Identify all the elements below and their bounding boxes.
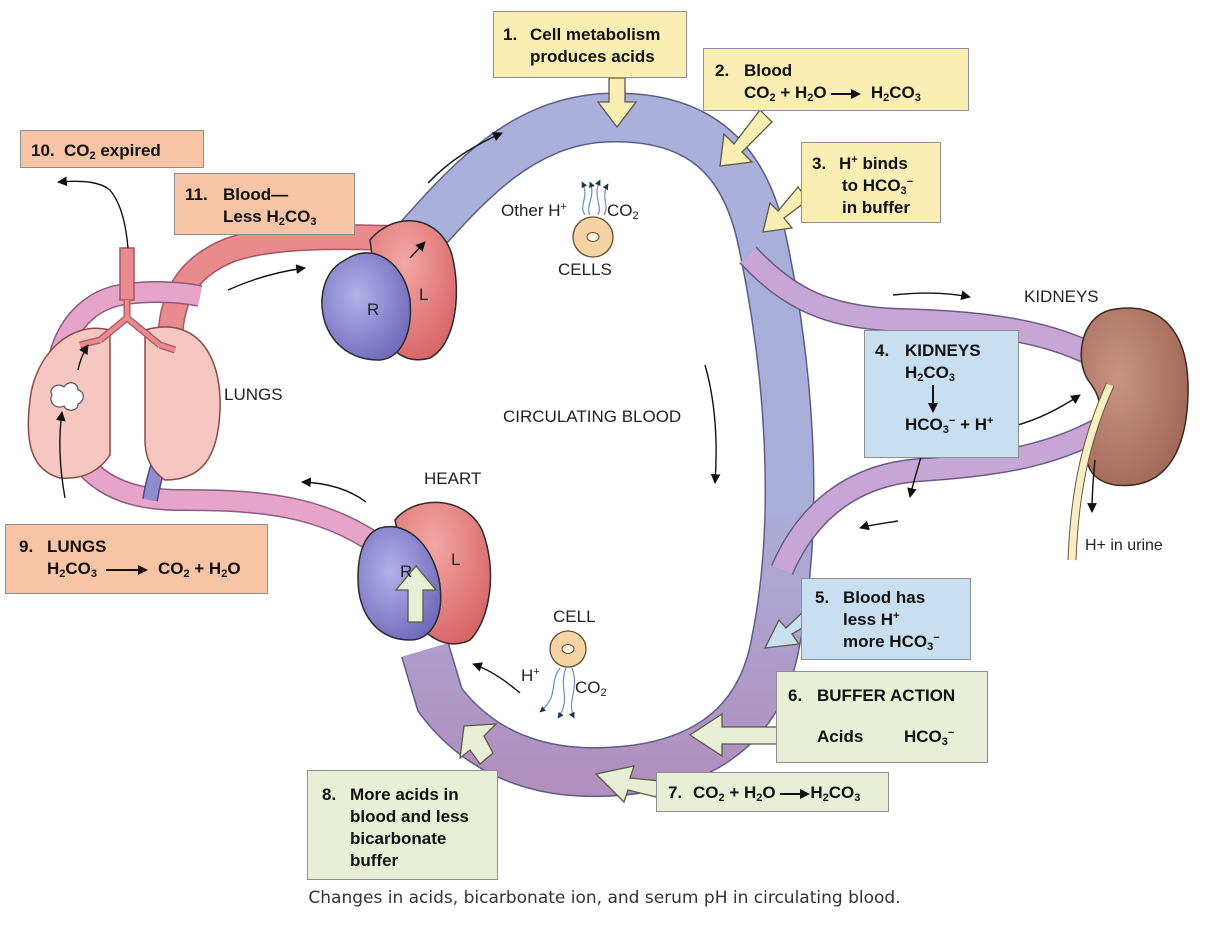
lungs [27, 247, 221, 481]
step-1-box: 1. Cell metabolism produces acids [493, 11, 687, 78]
heart-upper [321, 219, 458, 361]
left-chamber-label-lower: L [451, 550, 461, 569]
alveolus [50, 382, 84, 411]
kidney-reaction-arrow [928, 385, 938, 413]
heart-lower [357, 501, 492, 645]
circulation-diagram [27, 77, 1189, 804]
co2-lower-label: CO2 [575, 678, 607, 699]
step-5-box: 5. Blood has less H+ more HCO3− [801, 578, 971, 660]
kidney [1067, 307, 1189, 561]
h-in-urine-label: H+ in urine [1085, 537, 1163, 554]
cells-upper [572, 179, 614, 258]
right-heart-chamber [321, 252, 412, 361]
step-11-box: 11. Blood— Less H2CO3 [174, 173, 355, 235]
callout-arrow-1 [596, 77, 638, 129]
other-h-label: Other H+ [501, 201, 567, 220]
reaction-arrow [780, 788, 811, 799]
trachea [119, 247, 135, 301]
h-lower-label: H+ [521, 666, 540, 685]
right-chamber-label-upper: R [367, 300, 380, 319]
callout-arrow-6 [688, 712, 779, 758]
reaction-arrow [106, 564, 149, 575]
callout-arrows [394, 77, 817, 804]
cells-label: CELLS [558, 260, 612, 279]
step-2-box: 2. Blood CO2 + H2O H2CO3 [703, 48, 969, 111]
circulating-blood-label: CIRCULATING BLOOD [503, 407, 682, 426]
callout-arrow-2 [719, 109, 773, 167]
cell-lower [539, 630, 587, 719]
lungs-label: LUNGS [224, 385, 283, 404]
step-6-box: 6. BUFFER ACTION Acids HCO3− [776, 671, 988, 763]
flow-arrows [55, 132, 1097, 694]
figure-caption: Changes in acids, bicarbonate ion, and s… [308, 888, 901, 908]
step-4-box: 4. KIDNEYS H2CO3 HCO3− + H+ [864, 330, 1019, 458]
right-chamber-label-lower: R [400, 562, 413, 581]
step-8-box: 8. More acids in blood and less bicarbon… [307, 770, 498, 880]
co2-upper-label: CO2 [607, 201, 639, 222]
callout-arrow-7 [594, 765, 661, 804]
step-9-box: 9. LUNGS H2CO3 CO2 + H2O [5, 524, 268, 594]
step-3-box: 3. H+ binds to HCO3− in buffer [801, 142, 941, 223]
callout-arrow-9 [394, 564, 438, 623]
step-10-box: 10. CO2 expired [20, 130, 204, 168]
callout-arrow-8 [459, 723, 498, 765]
right-lung [144, 326, 221, 481]
kidneys-label: KIDNEYS [1024, 287, 1099, 306]
reaction-arrow [831, 88, 862, 99]
left-chamber-label-upper: L [419, 285, 429, 304]
heart-label: HEART [424, 469, 482, 488]
cell-label: CELL [553, 607, 596, 626]
step-7-box: 7. CO2 + H2O H2CO3 [656, 772, 889, 812]
